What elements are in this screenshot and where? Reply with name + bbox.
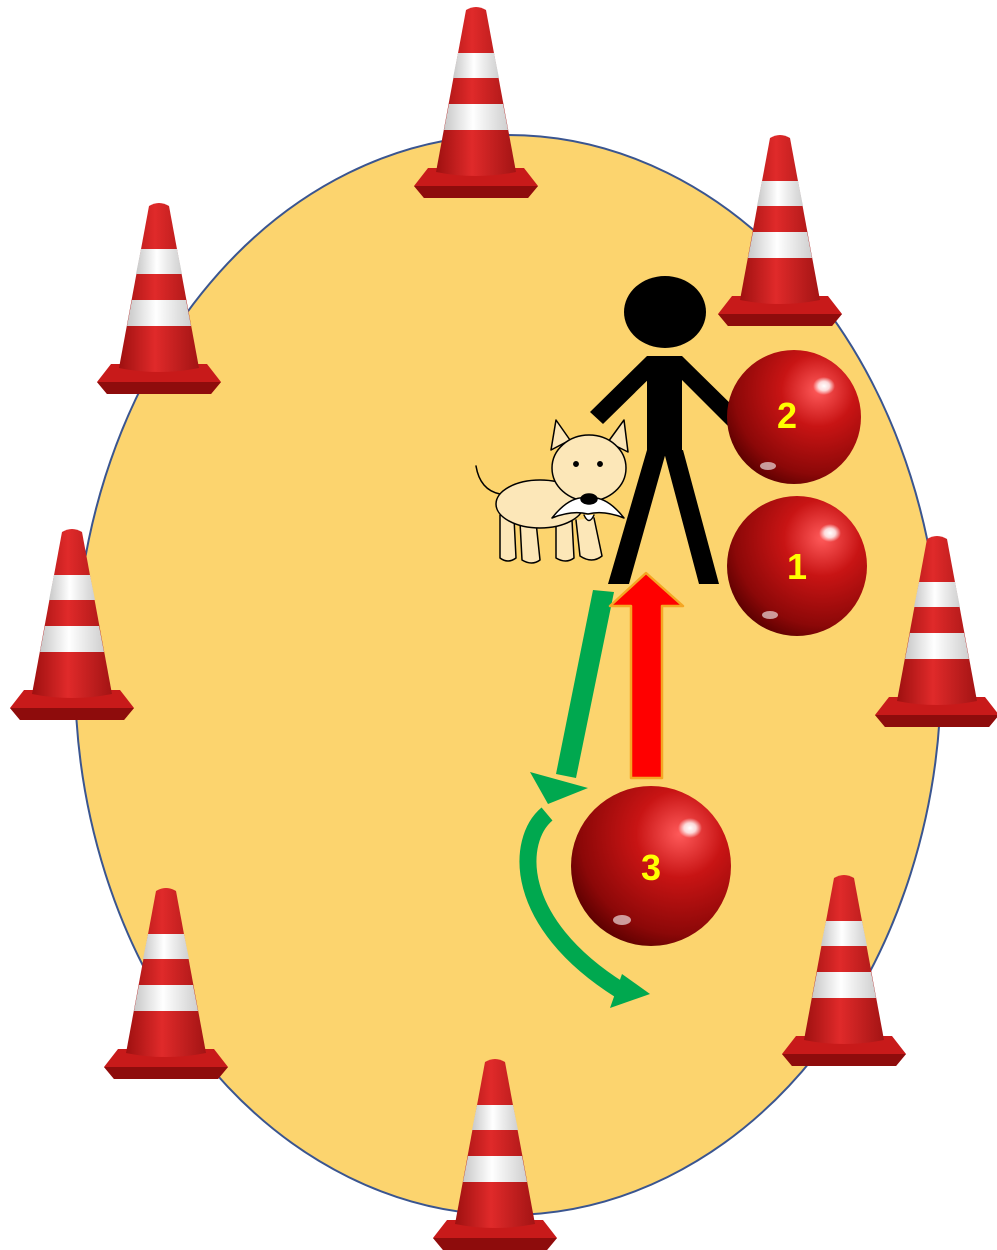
ball-2: 2	[727, 350, 861, 484]
ball-3: 3	[571, 786, 731, 946]
ball-2-label: 2	[777, 395, 797, 436]
ball-1-label: 1	[787, 546, 807, 587]
traffic-cone-icon	[414, 7, 538, 198]
ball-3-label: 3	[641, 847, 661, 888]
ball-1: 1	[727, 496, 867, 636]
